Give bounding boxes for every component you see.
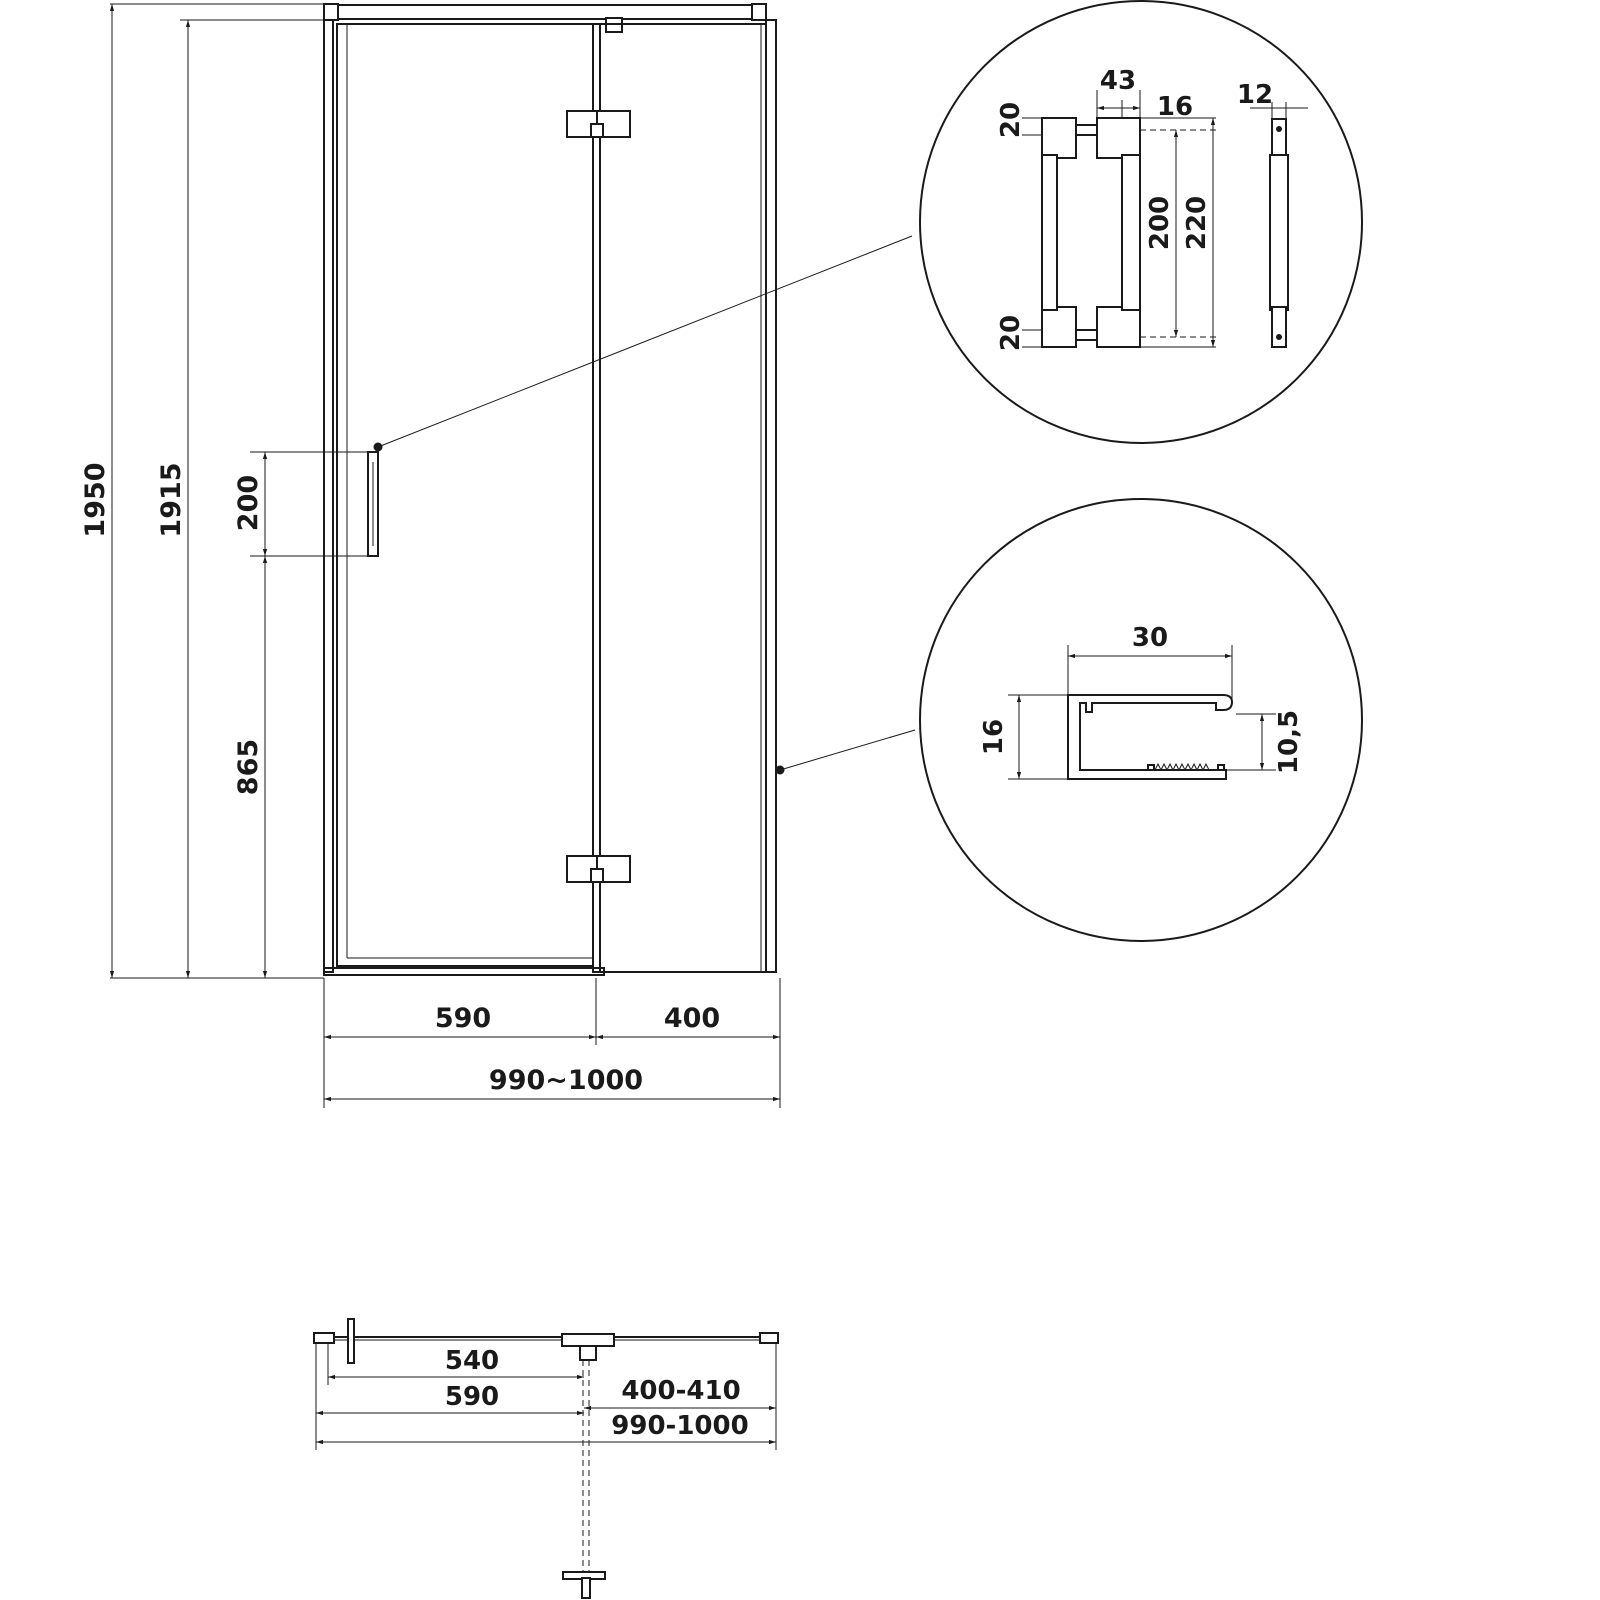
top-view-hinge (561, 1333, 615, 1361)
fixed-panel (599, 23, 767, 973)
door-handle (367, 451, 379, 557)
front-view (323, 3, 916, 976)
handle-detail-circle (919, 0, 1363, 444)
dim-handle-height: 865 (233, 739, 264, 795)
front-view-dimensions: 1950 1915 200 865 590 400 990~1000 (80, 3, 781, 1108)
top-rail-right-cap (751, 3, 767, 21)
top-rail (323, 4, 765, 20)
top-view-left-profile (313, 1332, 335, 1344)
dim-profile-width: 30 (1132, 623, 1168, 653)
dim-profile-inner-height: 10,5 (1274, 710, 1304, 774)
top-view-right-profile (759, 1332, 779, 1344)
dim-glass-height: 1915 (156, 462, 187, 537)
profile-callout-leader (779, 729, 916, 771)
dim-handle-offset: 540 (445, 1346, 499, 1376)
top-view-dimensions: 540 590 400-410 990-1000 (315, 1343, 777, 1450)
dim-top-door-width: 590 (445, 1382, 499, 1412)
profile-detail-circle (919, 498, 1363, 942)
left-wall-profile (323, 19, 334, 973)
handle-detail-side (1269, 118, 1289, 348)
lower-hinge (566, 855, 631, 883)
profile-cross-section (1067, 694, 1234, 780)
dim-handle-depth: 43 (1100, 66, 1136, 96)
top-view (313, 1318, 779, 1599)
dim-total-height: 1950 (80, 462, 111, 537)
dim-handle-bottom-cap: 20 (996, 315, 1026, 351)
top-rail-left-cap (323, 3, 339, 21)
dim-handle-bar: 16 (1157, 92, 1193, 122)
handle-detail-front (1041, 117, 1141, 348)
dim-handle-outer-length: 220 (1182, 196, 1212, 250)
dim-door-width: 590 (435, 1003, 491, 1034)
dim-profile-height: 16 (979, 719, 1009, 755)
door-bottom-seal (323, 967, 605, 976)
hinge-post (592, 23, 601, 973)
dim-fixed-width: 400 (664, 1003, 720, 1034)
profile-detail: 30 16 10,5 (919, 498, 1363, 942)
upper-hinge (566, 110, 631, 138)
right-wall-profile (765, 19, 777, 973)
dim-top-fixed-width: 400-410 (621, 1376, 740, 1406)
dim-top-total-width: 990-1000 (611, 1411, 748, 1441)
dim-total-width: 990~1000 (489, 1065, 643, 1096)
dim-handle-inner-length: 200 (1145, 196, 1175, 250)
top-view-handle (347, 1318, 355, 1364)
dim-handle-side-width: 12 (1237, 80, 1273, 110)
handle-callout-leader (377, 235, 913, 448)
dim-handle-top-cap: 20 (996, 102, 1026, 138)
top-view-open-door (562, 1360, 606, 1599)
dim-handle-length: 200 (233, 475, 264, 531)
handle-detail: 43 16 20 20 200 220 12 (919, 0, 1363, 444)
